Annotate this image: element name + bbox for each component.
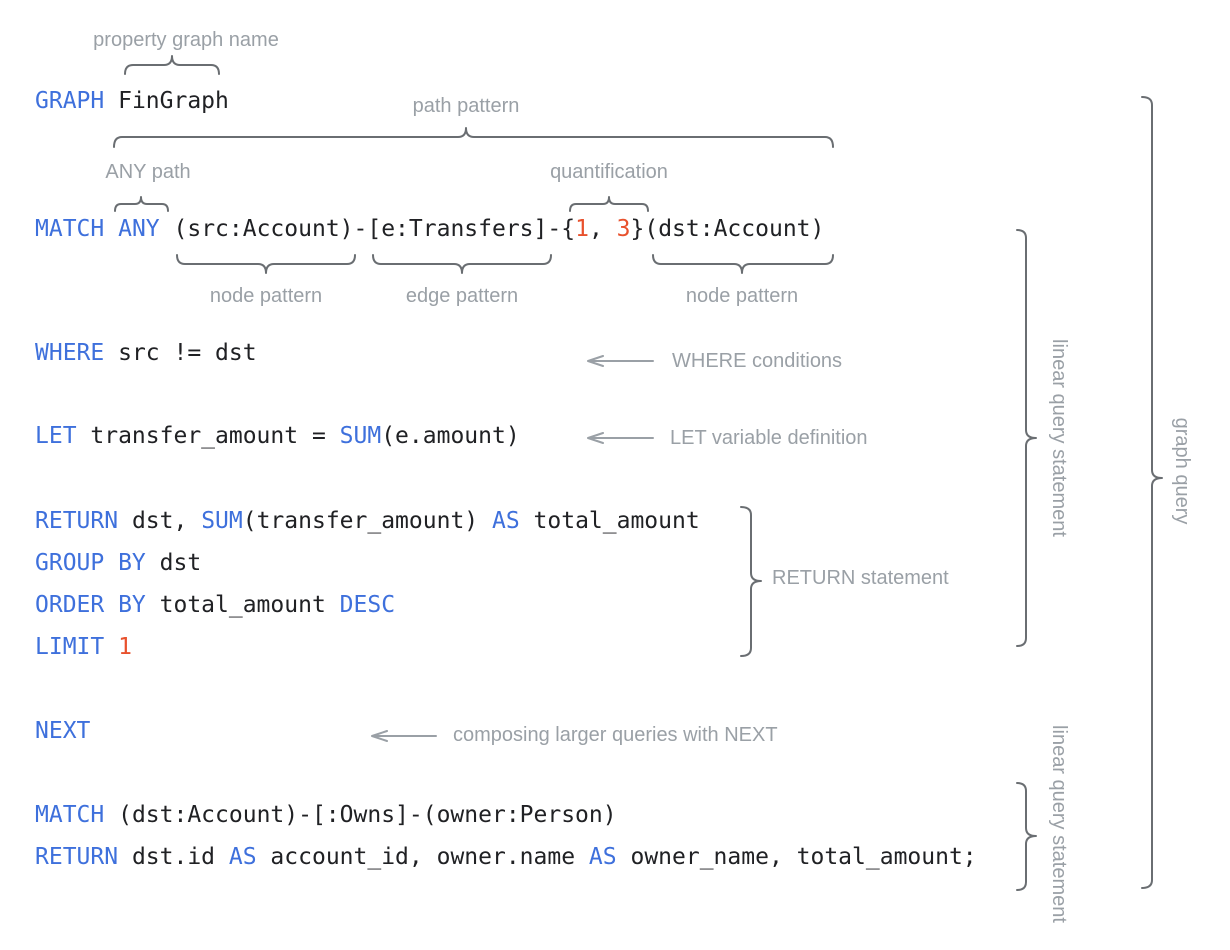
label-node-pattern-2: node pattern <box>685 285 799 307</box>
label-composing-next: composing larger queries with NEXT <box>453 724 778 746</box>
label-node-pattern-1: node pattern <box>209 285 323 307</box>
code-line-where-clause: WHERE src != dst <box>35 340 257 366</box>
label-linear-query-statement-2: linear query statement <box>1048 725 1070 923</box>
brace-return-statement <box>740 506 762 657</box>
code-line-return-clause-2: RETURN dst.id AS account_id, owner.name … <box>35 844 977 870</box>
brace-node-pattern-2 <box>652 254 834 274</box>
code-line-return-clause: RETURN dst, SUM(transfer_amount) AS tota… <box>35 508 700 534</box>
code-line-let-clause: LET transfer_amount = SUM(e.amount) <box>35 423 520 449</box>
brace-node-pattern-1 <box>176 254 356 274</box>
code-line-graph-clause: GRAPH FinGraph <box>35 88 229 114</box>
label-return-statement: RETURN statement <box>772 567 949 589</box>
next-composing-arrow-icon <box>371 730 437 742</box>
brace-quantification <box>569 196 649 212</box>
brace-linear-query-1 <box>1016 229 1037 647</box>
label-linear-query-statement-1: linear query statement <box>1048 339 1070 537</box>
code-line-match-clause-2: MATCH (dst:Account)-[:Owns]-(owner:Perso… <box>35 802 617 828</box>
brace-graph-query <box>1141 96 1163 889</box>
code-line-limit-clause: LIMIT 1 <box>35 634 132 660</box>
label-any-path: ANY path <box>105 161 191 183</box>
label-where-conditions: WHERE conditions <box>672 350 843 372</box>
brace-edge-pattern <box>372 254 552 274</box>
let-variable-arrow-icon <box>587 432 654 444</box>
label-path-pattern: path pattern <box>412 95 520 117</box>
label-quantification: quantification <box>550 161 668 183</box>
code-line-next-clause: NEXT <box>35 718 91 744</box>
label-graph-query: graph query <box>1171 417 1193 525</box>
where-conditions-arrow-icon <box>587 355 654 367</box>
code-line-group-by-clause: GROUP BY dst <box>35 550 202 576</box>
brace-linear-query-2 <box>1016 782 1037 891</box>
code-line-match-clause: MATCH ANY (src:Account)-[e:Transfers]-{1… <box>35 216 825 242</box>
label-edge-pattern: edge pattern <box>405 285 519 307</box>
brace-property-graph-name <box>124 55 220 75</box>
code-line-order-by-clause: ORDER BY total_amount DESC <box>35 592 396 618</box>
brace-any-path <box>114 196 169 212</box>
label-let-variable-definition: LET variable definition <box>670 427 868 449</box>
label-property-graph-name: property graph name <box>93 29 279 51</box>
brace-path-pattern <box>113 127 834 148</box>
